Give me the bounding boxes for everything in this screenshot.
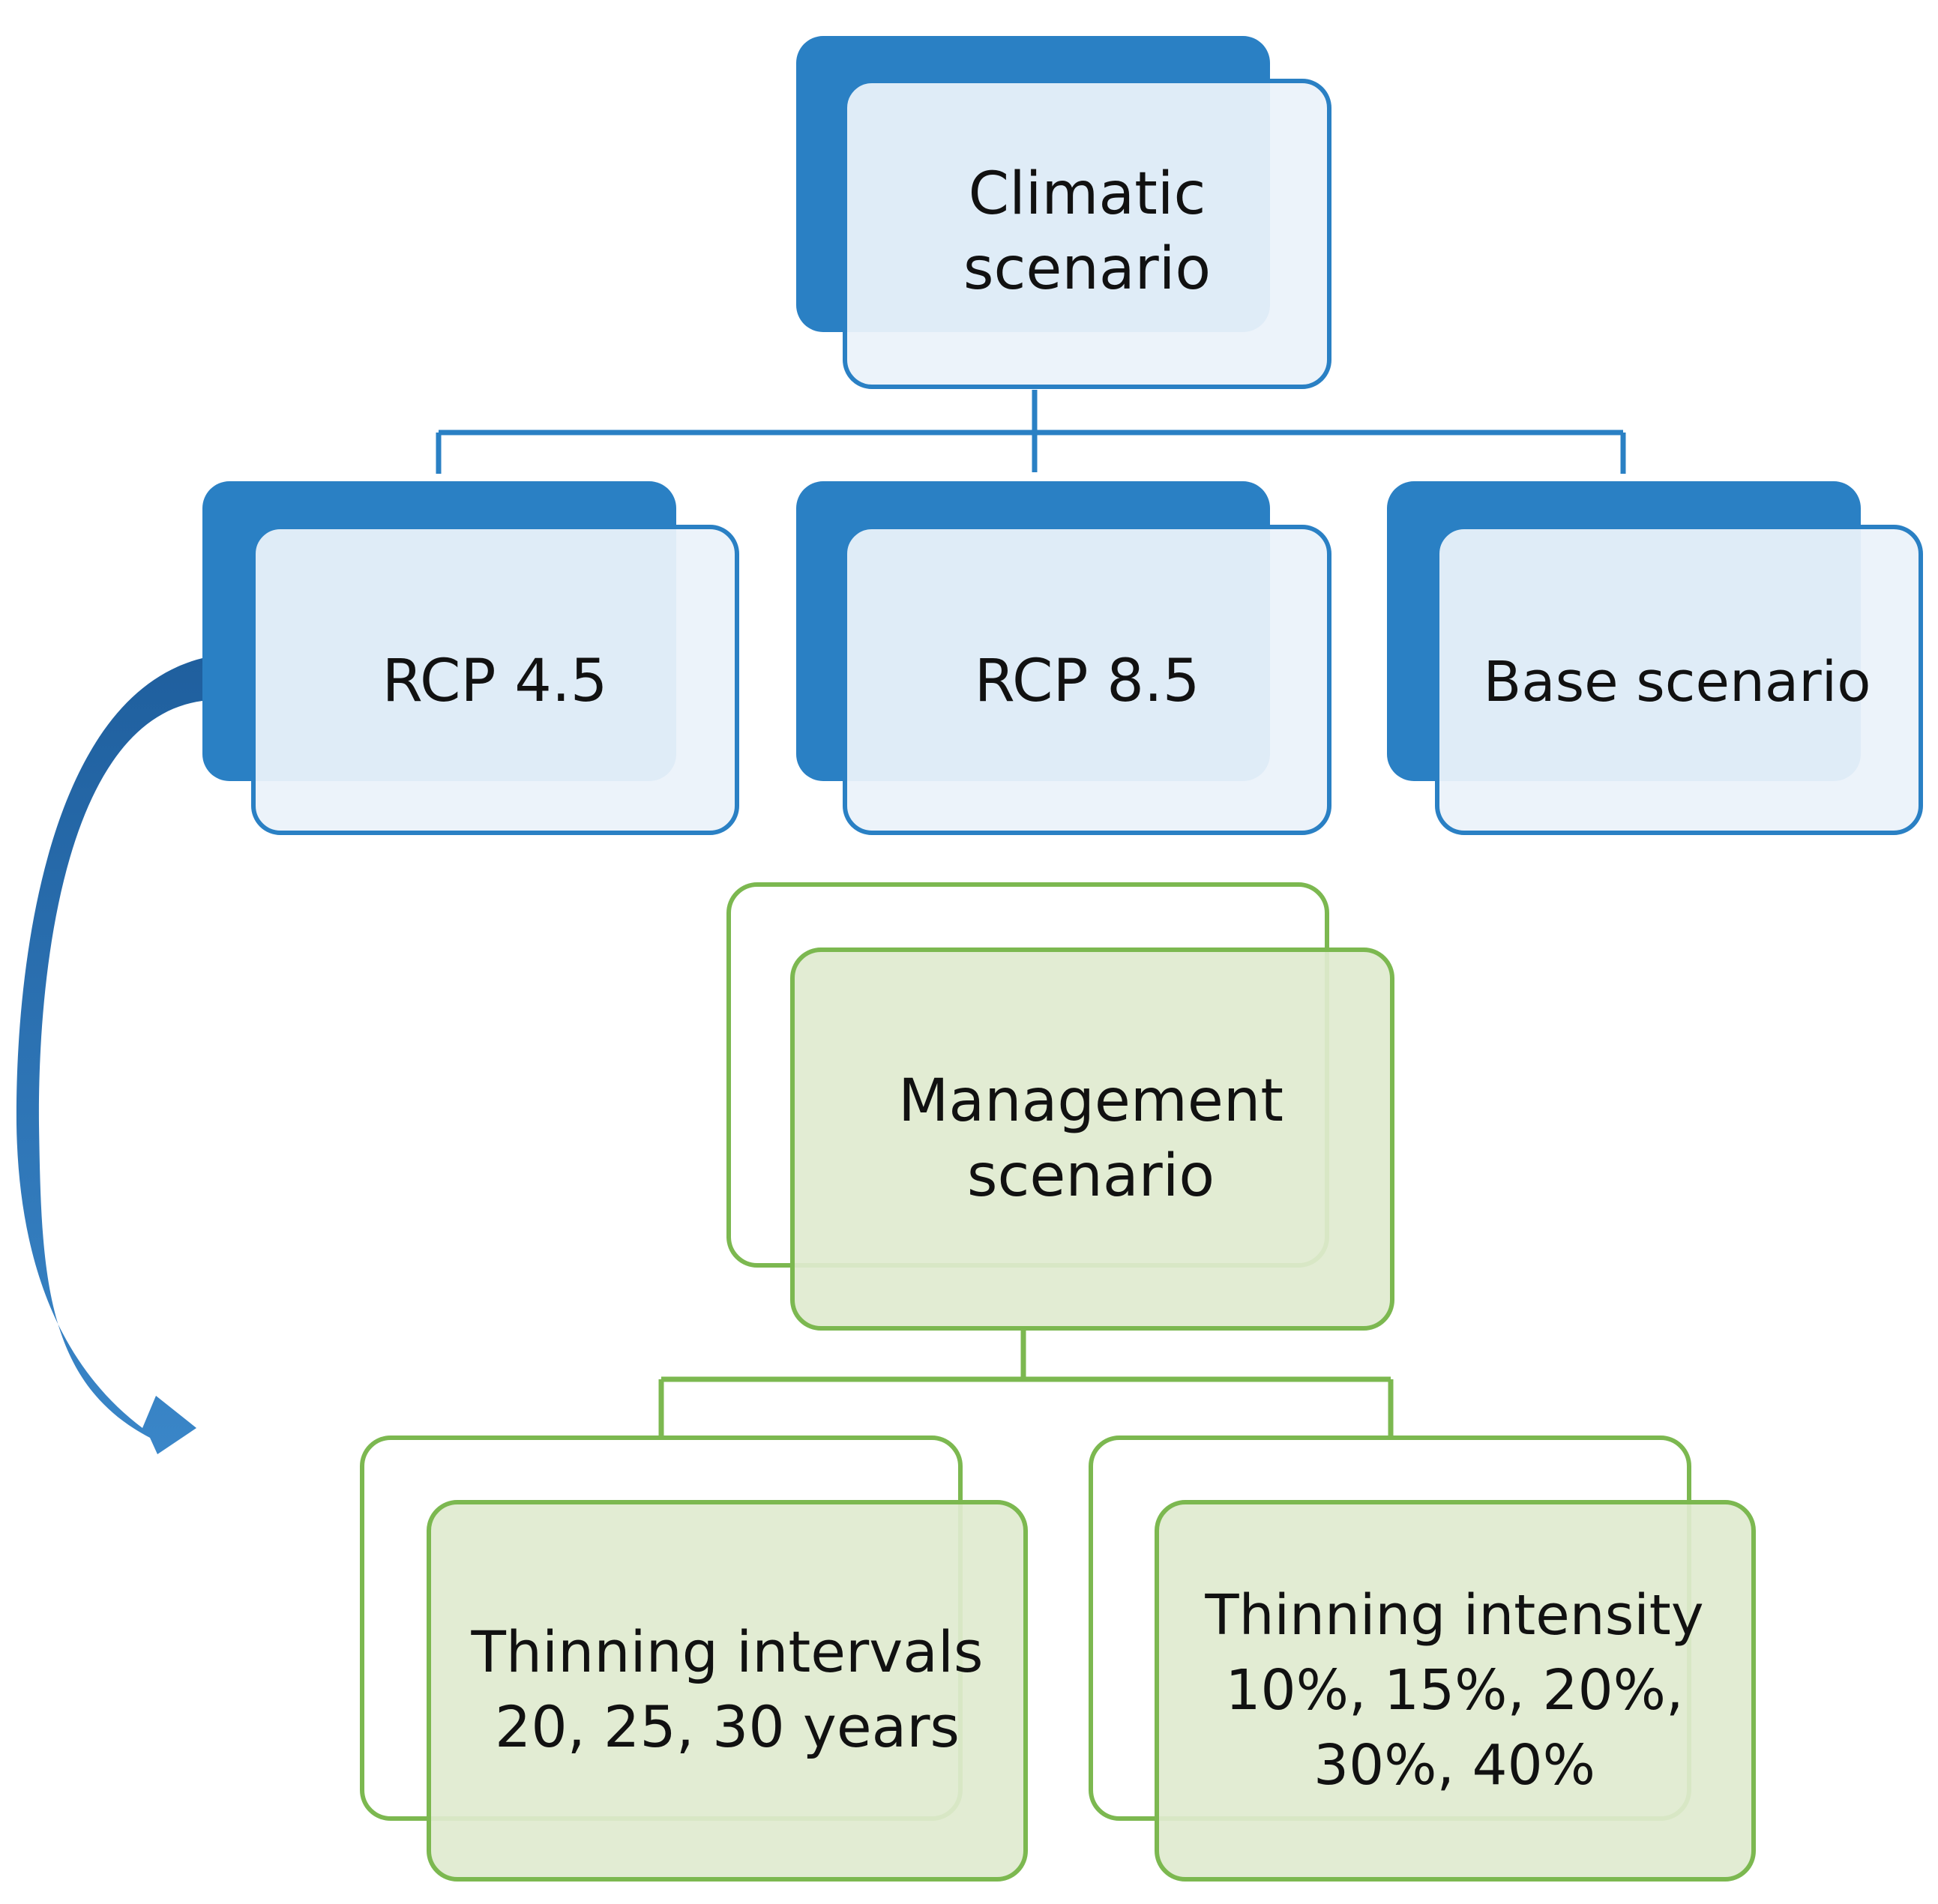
node-intervals-front — [427, 1500, 1028, 1882]
climatic-connectors — [436, 390, 1626, 474]
node-intensity-front — [1155, 1500, 1756, 1882]
curved-arrow-shape — [16, 658, 202, 1454]
climatic-title-line1: Climatic — [969, 160, 1206, 228]
rcp85-label: RCP 8.5 — [975, 648, 1200, 715]
node-climatic-front — [843, 79, 1331, 389]
climatic-title-line2: scenario — [963, 235, 1211, 303]
node-management-scenario: Management scenario — [726, 882, 1394, 1331]
management-connectors — [658, 1327, 1394, 1439]
intervals-line1: Thinning intervals — [470, 1618, 983, 1685]
node-management-front — [790, 948, 1394, 1331]
base-scenario-label: Base scenario — [1484, 650, 1871, 714]
intensity-line2: 10%, 15%, 20%, — [1225, 1658, 1683, 1723]
node-rcp45-front — [251, 525, 739, 835]
intervals-line2: 20, 25, 30 years — [495, 1693, 960, 1760]
management-title-line1: Management — [898, 1067, 1284, 1135]
intensity-line3: 30%, 40% — [1313, 1733, 1595, 1798]
node-thinning-intervals: Thinning intervals 20, 25, 30 years — [360, 1435, 1028, 1882]
rcp45-label: RCP 4.5 — [382, 648, 608, 715]
node-rcp85-front — [843, 525, 1331, 835]
node-base-scenario: Base scenario — [1387, 481, 1923, 835]
node-thinning-intensity: Thinning intensity 10%, 15%, 20%, 30%, 4… — [1089, 1435, 1756, 1882]
management-title-line2: scenario — [967, 1142, 1215, 1210]
node-rcp45: RCP 4.5 — [202, 481, 739, 835]
node-rcp85: RCP 8.5 — [796, 481, 1331, 835]
intensity-line1: Thinning intensity — [1204, 1583, 1703, 1648]
node-climatic-scenario: Climatic scenario — [796, 36, 1331, 389]
curved-arrow — [16, 658, 202, 1454]
node-base-front — [1435, 525, 1923, 835]
